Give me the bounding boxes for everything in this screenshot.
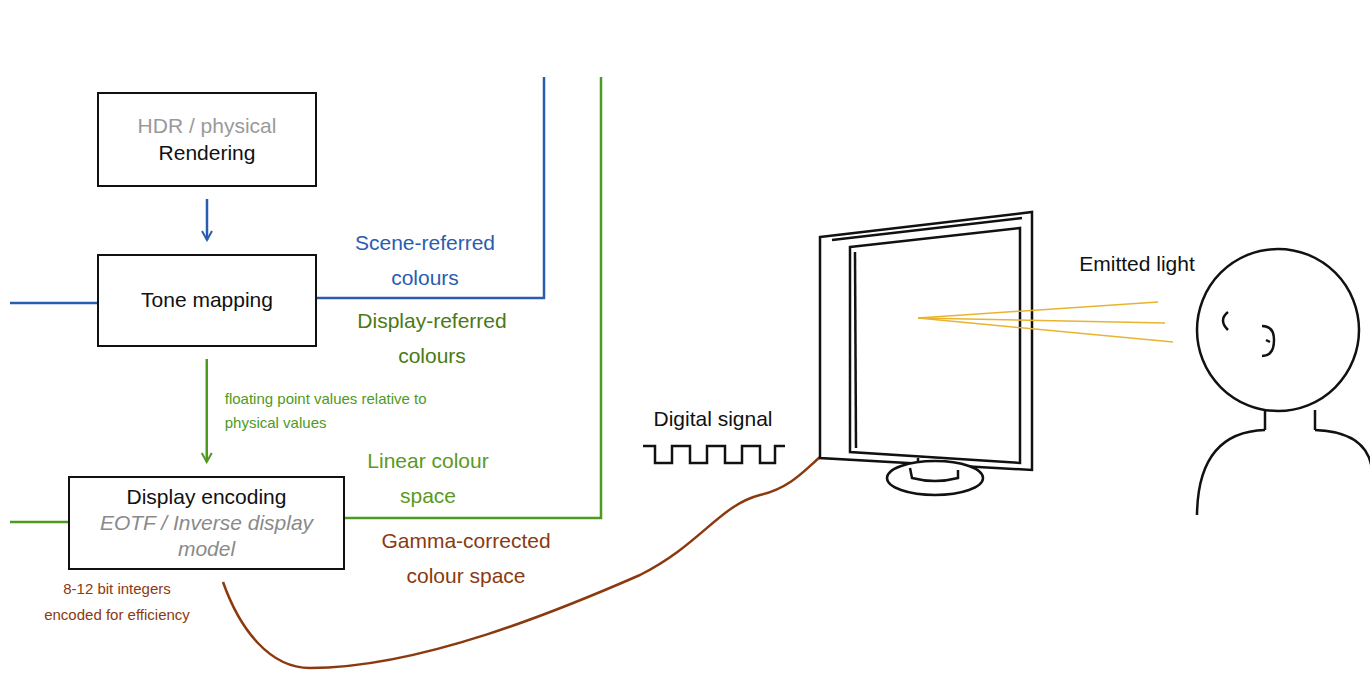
scene-boundary-line <box>10 302 97 305</box>
flow-arrow <box>206 359 209 462</box>
node-text: Rendering <box>159 140 256 166</box>
flow-arrow <box>206 199 209 240</box>
encoding-note: 8-12 bit integers encoded for efficiency <box>37 576 197 627</box>
linear-boundary-line <box>10 521 70 524</box>
process-box: Display encodingEOTF / Inverse display m… <box>68 476 345 570</box>
process-box: Tone mapping <box>97 254 317 347</box>
linear-boundary-line <box>343 77 601 518</box>
process-box: HDR / physicalRendering <box>97 92 317 187</box>
node-text: HDR / physical <box>138 113 277 139</box>
region-label: Display-referred colours <box>332 304 532 373</box>
light-rays <box>918 302 1173 342</box>
digital-waveform <box>643 446 785 463</box>
viewer-figure <box>1197 249 1370 515</box>
region-label: Scene-referred colours <box>325 226 525 295</box>
scene-boundary-line <box>317 77 544 298</box>
edge-label: floating point values relative to physic… <box>225 387 430 437</box>
node-text: EOTF / Inverse display model <box>78 510 335 563</box>
signal-label: Digital signal <box>613 402 813 437</box>
node-text: Tone mapping <box>141 287 273 313</box>
node-text: Display encoding <box>127 484 287 510</box>
monitor <box>820 212 1032 495</box>
light-label: Emitted light <box>1037 247 1237 282</box>
region-label: Linear colour space <box>348 444 508 513</box>
region-label: Gamma-corrected colour space <box>356 524 576 593</box>
